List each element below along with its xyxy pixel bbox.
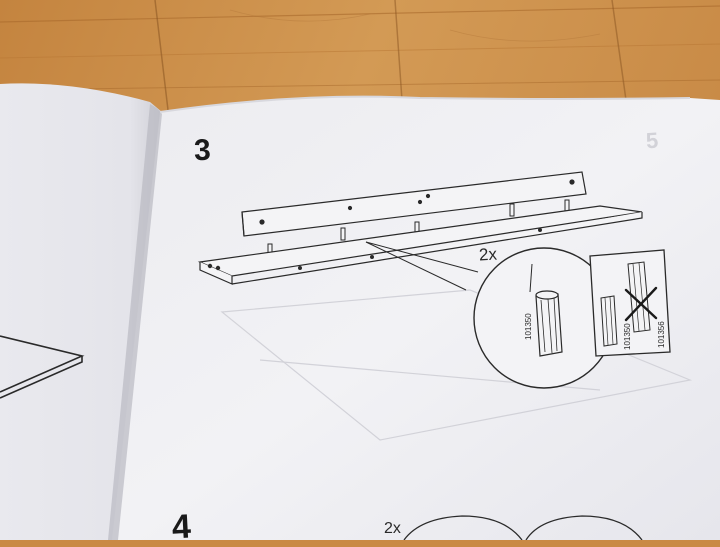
next-step-detail-circles <box>403 515 643 540</box>
dowel-detail-circle <box>473 247 615 389</box>
dowels-in-rail <box>267 199 570 257</box>
next-quantity: 2x <box>384 520 401 537</box>
detail-callout-lines <box>365 241 479 291</box>
part-code-correct: 101350 <box>623 323 632 350</box>
dowel-comparison-box <box>589 249 671 357</box>
left-page-shelf-drawing <box>0 335 85 399</box>
page-edge <box>159 95 691 113</box>
upper-rail-board <box>241 171 587 237</box>
next-step-number: 4 <box>170 507 192 547</box>
book-spine <box>108 104 162 540</box>
part-code-detail: 101350 <box>524 313 533 340</box>
wrong-dowel-cross-icon <box>624 286 658 322</box>
dowel-quantity: 2x <box>478 244 498 265</box>
part-code-wrong: 101356 <box>657 321 666 348</box>
lower-long-board <box>197 205 643 285</box>
ghost-page-number: 5 <box>645 127 660 154</box>
step-number: 3 <box>193 133 212 168</box>
